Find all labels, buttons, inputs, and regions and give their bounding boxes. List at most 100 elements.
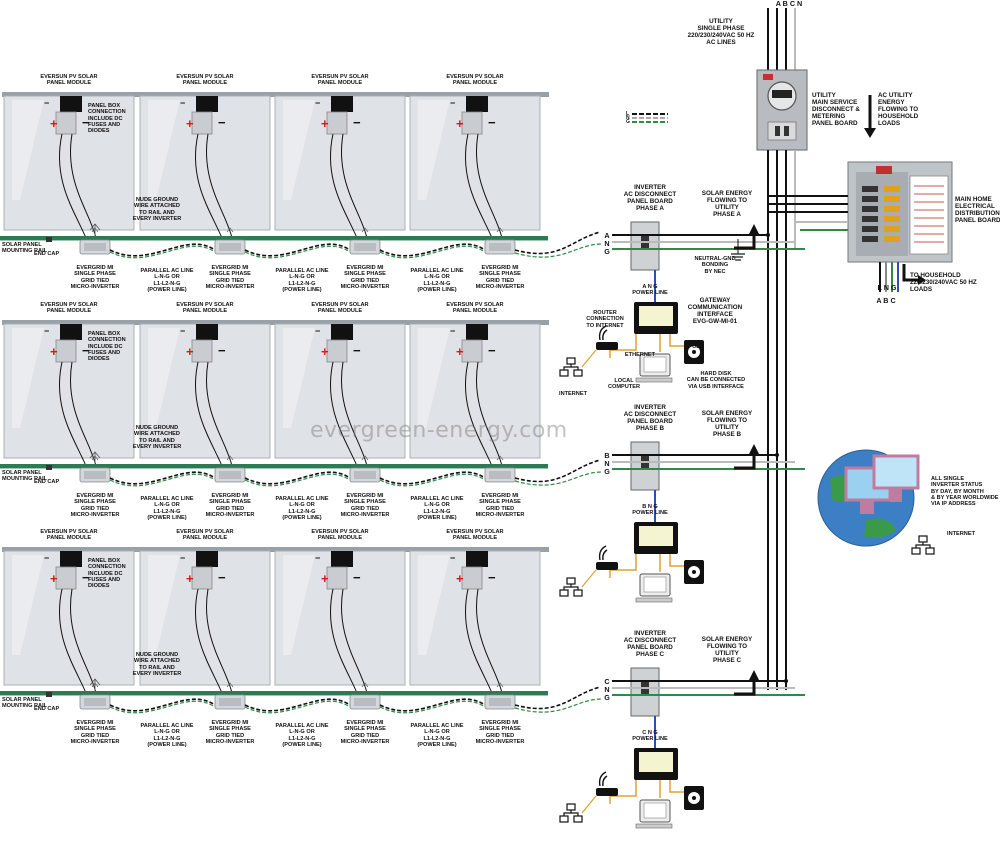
panel-bracket bbox=[326, 111, 348, 135]
inverter-ground-symbol bbox=[91, 227, 99, 233]
internet-cable bbox=[581, 795, 597, 814]
network-node bbox=[566, 357, 576, 365]
minus-sign-top: − bbox=[450, 326, 455, 336]
panel-bracket bbox=[326, 566, 348, 590]
ac-feed bbox=[514, 231, 601, 255]
panel-reflection bbox=[283, 328, 315, 428]
panel-box-label: PANEL BOX CONNECTION INCLUDE DC FUSES AN… bbox=[88, 103, 126, 134]
ac-link bbox=[379, 243, 486, 257]
solar-panel-label: EVERSUN PV SOLAR PANEL MODULE bbox=[40, 74, 98, 87]
home-breaker-tag bbox=[884, 186, 900, 192]
parallel-ac-label: PARALLEL AC LINE L-N-G OR L1-L2-N-G (POW… bbox=[410, 723, 464, 748]
energy-flow-label: SOLAR ENERGY FLOWING TO UTILITY PHASE C bbox=[701, 636, 753, 665]
micro-inverter-label: EVERGRID MI SINGLE PHASE GRID TIED MICRO… bbox=[340, 265, 390, 290]
network-node bbox=[918, 535, 928, 543]
bus-junction bbox=[784, 679, 788, 683]
globe-land bbox=[864, 518, 896, 538]
legend-letter-g: G bbox=[626, 119, 630, 125]
dc-cable bbox=[194, 588, 223, 694]
panel-bracket bbox=[461, 566, 483, 590]
solar-panel-label: EVERSUN PV SOLAR PANEL MODULE bbox=[446, 302, 504, 315]
inverter-ground-symbol bbox=[496, 227, 504, 233]
gateway-label: GATEWAY COMMUNICATION INTERFACE EVG-GW-M… bbox=[687, 297, 743, 326]
utility-lines-label: UTILITY SINGLE PHASE 220/230/240VAC 50 H… bbox=[687, 18, 755, 47]
utility-abcn-label: A B C N bbox=[775, 0, 803, 8]
micro-inverter-label: EVERGRID MI SINGLE PHASE GRID TIED MICRO… bbox=[205, 265, 255, 290]
minus-terminal: − bbox=[353, 570, 361, 585]
inverter-ground-symbol bbox=[226, 455, 234, 461]
inverter-ground-symbol bbox=[91, 682, 99, 688]
inverter-ground-symbol bbox=[91, 455, 99, 461]
junction-box bbox=[196, 551, 218, 567]
ac-link-ground bbox=[379, 245, 486, 259]
power-line-label: C N G POWER LINE bbox=[632, 730, 668, 743]
dc-cable bbox=[341, 133, 368, 239]
router-wifi bbox=[602, 549, 608, 561]
inverter-ground-symbol bbox=[496, 455, 504, 461]
router-wifi bbox=[602, 775, 608, 787]
dc-cable bbox=[329, 588, 358, 694]
minus-terminal: − bbox=[218, 570, 226, 585]
parallel-ac-label: PARALLEL AC LINE L-N-G OR L1-L2-N-G (POW… bbox=[410, 496, 464, 521]
plus-terminal: + bbox=[186, 344, 194, 359]
panel-bracket bbox=[191, 566, 213, 590]
mounting-rail-edge bbox=[0, 695, 548, 696]
router bbox=[596, 788, 618, 796]
panel-frame-top bbox=[2, 320, 549, 325]
micro-inverter-face bbox=[219, 698, 241, 706]
home-breaker-tag bbox=[884, 196, 900, 202]
ac-link-ground bbox=[109, 473, 216, 487]
monitor-icon bbox=[872, 454, 920, 490]
panel-frame-top bbox=[2, 92, 549, 97]
energy-arrow bbox=[734, 452, 756, 470]
internet-label-a: INTERNET bbox=[559, 391, 587, 397]
minus-terminal: − bbox=[218, 343, 226, 358]
junction-box bbox=[466, 551, 488, 567]
plus-terminal: + bbox=[50, 571, 58, 586]
parallel-ac-label: PARALLEL AC LINE L-N-G OR L1-L2-N-G (POW… bbox=[140, 268, 194, 293]
network-node bbox=[566, 577, 576, 585]
ac-feed-ground bbox=[514, 243, 603, 258]
ac-link bbox=[244, 243, 351, 257]
ac-feed bbox=[514, 686, 601, 710]
solar-panel-label: EVERSUN PV SOLAR PANEL MODULE bbox=[176, 302, 234, 315]
dc-cable bbox=[329, 133, 358, 239]
dc-cable bbox=[194, 133, 223, 239]
dc-cable bbox=[58, 361, 87, 467]
bus-junction bbox=[775, 453, 779, 457]
dc-cable bbox=[476, 133, 503, 239]
dc-cable bbox=[464, 133, 493, 239]
panel-bracket bbox=[191, 111, 213, 135]
home-panel-inner bbox=[856, 172, 908, 256]
phase-b bbox=[559, 441, 805, 603]
energy-arrowhead bbox=[749, 224, 759, 234]
micro-inverter-label: EVERGRID MI SINGLE PHASE GRID TIED MICRO… bbox=[340, 493, 390, 518]
home-breaker bbox=[862, 206, 878, 212]
end-cap-label: END CAP bbox=[34, 479, 60, 485]
gateway-screen bbox=[639, 306, 673, 326]
panel-reflection bbox=[12, 555, 44, 655]
network-links bbox=[563, 584, 579, 590]
plus-terminal: + bbox=[321, 571, 329, 586]
micro-inverter-face bbox=[219, 471, 241, 479]
gateway-cables bbox=[609, 554, 690, 578]
gateway-cables bbox=[609, 334, 690, 358]
micro-inverter-face bbox=[84, 471, 106, 479]
panel-box-label: PANEL BOX CONNECTION INCLUDE DC FUSES AN… bbox=[88, 331, 126, 362]
plus-terminal: + bbox=[50, 344, 58, 359]
ac-link-ground bbox=[244, 473, 351, 487]
panel-box-label: PANEL BOX CONNECTION INCLUDE DC FUSES AN… bbox=[88, 558, 126, 589]
phase-wire-letters: C N G bbox=[604, 677, 610, 703]
ac-link-ground bbox=[244, 245, 351, 259]
junction-box bbox=[60, 96, 82, 112]
micro-inverter-label: EVERGRID MI SINGLE PHASE GRID TIED MICRO… bbox=[205, 720, 255, 745]
network-node bbox=[573, 589, 583, 597]
micro-inverter-label: EVERGRID MI SINGLE PHASE GRID TIED MICRO… bbox=[475, 265, 525, 290]
energy-arrowhead bbox=[749, 444, 759, 454]
micro-inverter-label: EVERGRID MI SINGLE PHASE GRID TIED MICRO… bbox=[475, 493, 525, 518]
home-breaker bbox=[862, 216, 878, 222]
mounting-rail bbox=[0, 236, 548, 240]
dc-cable bbox=[206, 588, 233, 694]
minus-sign-top: − bbox=[180, 553, 185, 563]
